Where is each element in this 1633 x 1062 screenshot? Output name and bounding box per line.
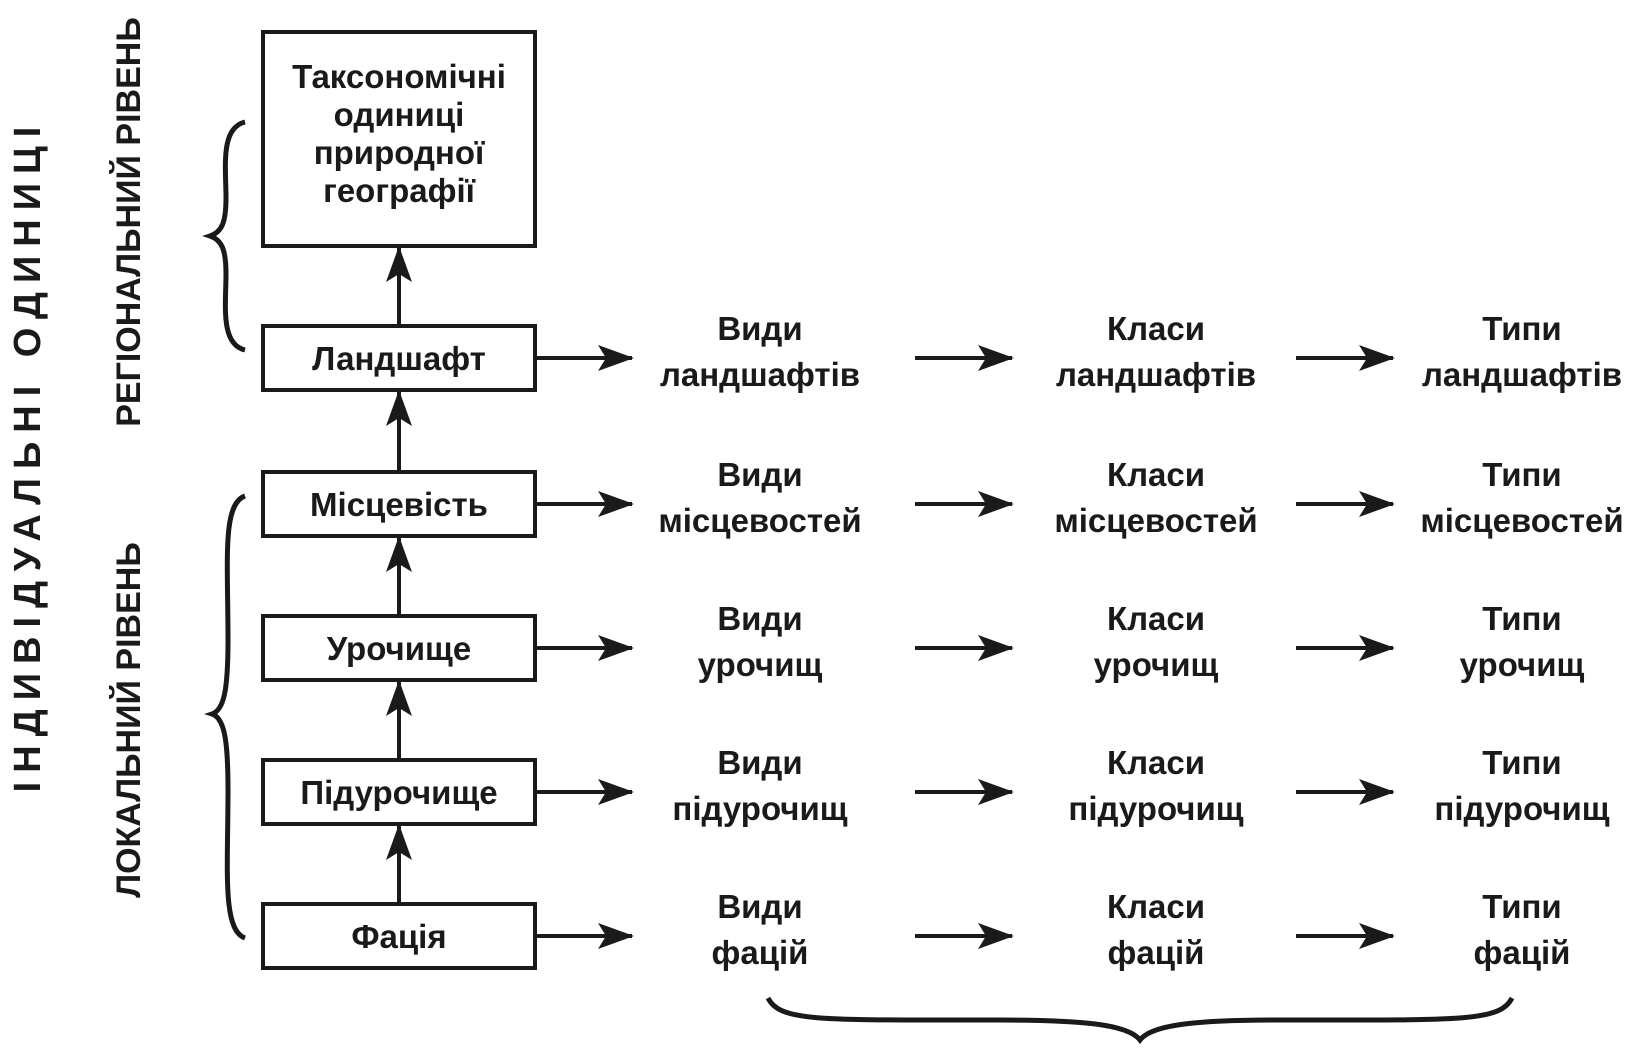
unit-label: Фація	[351, 918, 446, 955]
unit-row: Фація Види фацій Класи фацій Типи фацій	[261, 888, 1571, 971]
type-label: Типи	[1482, 456, 1561, 493]
type-label: підурочищ	[672, 790, 847, 827]
type-label: Види	[717, 744, 802, 781]
unit-row: Ландшафт Види ландшафтів Класи ландшафтів Тип…	[261, 310, 1622, 393]
unit-label: Урочище	[327, 630, 471, 667]
type-label: Класи	[1107, 744, 1205, 781]
type-label: Види	[717, 310, 802, 347]
type-label: місцевостей	[1054, 502, 1257, 539]
unit-box	[261, 902, 537, 970]
type-label: урочищ	[1094, 646, 1219, 683]
taxonomic-units-line: природної	[314, 134, 485, 171]
regional-brace	[202, 119, 246, 353]
type-label: Класи	[1107, 888, 1205, 925]
type-label: Класи	[1107, 600, 1205, 637]
bottom-brace	[765, 996, 1515, 1045]
type-label: ландшафтів	[660, 356, 860, 393]
type-label: підурочищ	[1434, 790, 1609, 827]
regional-level-label: РЕГІОНАЛЬНИЙ РІВЕНЬ	[109, 17, 148, 427]
unit-box	[261, 470, 537, 538]
local-brace	[204, 493, 247, 941]
local-level-label: ЛОКАЛЬНИЙ РІВЕНЬ	[109, 542, 148, 898]
taxonomic-units-line: одиниці	[334, 96, 465, 133]
type-label: фацій	[1108, 934, 1205, 971]
type-label: Класи	[1107, 310, 1205, 347]
type-label: місцевостей	[1420, 502, 1623, 539]
unit-label: Ландшафт	[312, 340, 486, 377]
type-label: підурочищ	[1068, 790, 1243, 827]
unit-label: Підурочище	[300, 774, 497, 811]
type-label: Типи	[1482, 888, 1561, 925]
individual-units-label: ІНДИВІДУАЛЬНІ ОДИНИЦІ	[7, 118, 49, 793]
type-label: Типи	[1482, 744, 1561, 781]
type-label: Види	[717, 600, 802, 637]
type-label: урочищ	[698, 646, 823, 683]
type-label: місцевостей	[658, 502, 861, 539]
unit-row: Підурочище Види підурочищ Класи підурочищ Тип…	[261, 744, 1610, 827]
type-label: фацій	[1474, 934, 1571, 971]
type-label: Типи	[1482, 600, 1561, 637]
taxonomic-units-line: Таксономічні	[292, 58, 506, 95]
type-label: Типи	[1482, 310, 1561, 347]
taxonomic-units-box-frame	[261, 30, 537, 248]
taxonomic-units-line: географії	[323, 172, 476, 209]
type-label: Класи	[1107, 456, 1205, 493]
unit-row: Урочище Види урочищ Класи урочищ Типи урочищ	[261, 600, 1585, 683]
type-label: Види	[717, 456, 802, 493]
unit-row: Місцевість Види місцевостей Класи місцевосте…	[261, 456, 1624, 539]
type-label: фацій	[712, 934, 809, 971]
type-label: ландшафтів	[1056, 356, 1256, 393]
unit-label: Місцевість	[310, 486, 488, 523]
type-label: урочищ	[1460, 646, 1585, 683]
type-label: ландшафтів	[1422, 356, 1622, 393]
type-label: Види	[717, 888, 802, 925]
